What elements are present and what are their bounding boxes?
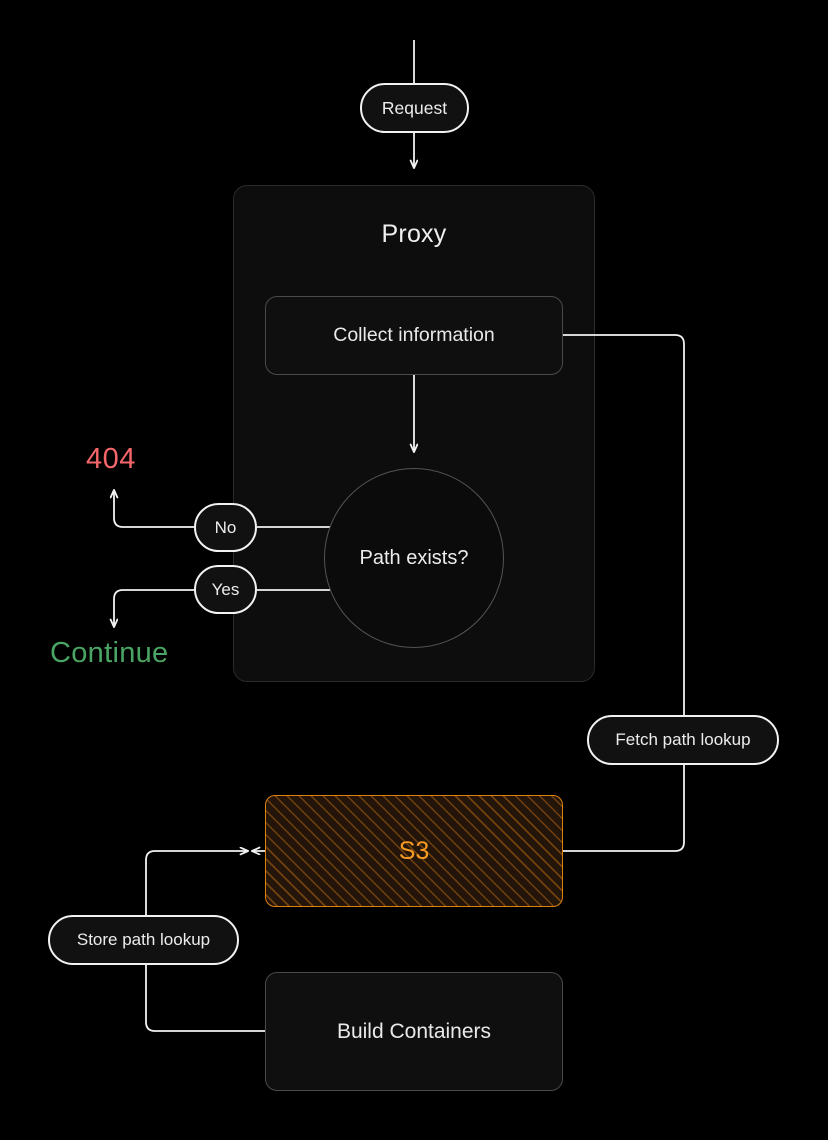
group-proxy-title: Proxy (381, 220, 447, 248)
node-build-containers-label: Build Containers (336, 1019, 492, 1043)
node-collect-information-label: Collect information (333, 324, 495, 346)
edge-label-no-text: No (214, 517, 237, 537)
edge-label-store-path-lookup[interactable]: Store path lookup (48, 915, 239, 965)
node-request[interactable]: Request (360, 83, 469, 133)
edge-label-fetch-path-lookup[interactable]: Fetch path lookup (587, 715, 779, 765)
edge-label-no[interactable]: No (194, 503, 257, 552)
node-s3-label: S3 (398, 836, 430, 865)
terminal-label-404: 404 (86, 443, 136, 475)
edge-no-to-404 (114, 490, 194, 528)
edge-label-yes[interactable]: Yes (194, 565, 257, 614)
node-build-containers[interactable]: Build Containers (265, 972, 563, 1091)
edge-yes-to-continue (114, 589, 194, 627)
node-path-exists-decision[interactable]: Path exists? (324, 468, 504, 648)
node-collect-information[interactable]: Collect information (265, 296, 563, 375)
edge-label-yes-text: Yes (211, 579, 240, 599)
node-s3[interactable]: S3 (265, 795, 563, 907)
node-path-exists-label: Path exists? (359, 546, 469, 569)
node-request-label: Request (381, 97, 448, 118)
edge-label-fetch-path-lookup-text: Fetch path lookup (615, 730, 751, 749)
edge-label-store-path-lookup-text: Store path lookup (76, 930, 211, 949)
terminal-label-continue: Continue (50, 637, 169, 669)
